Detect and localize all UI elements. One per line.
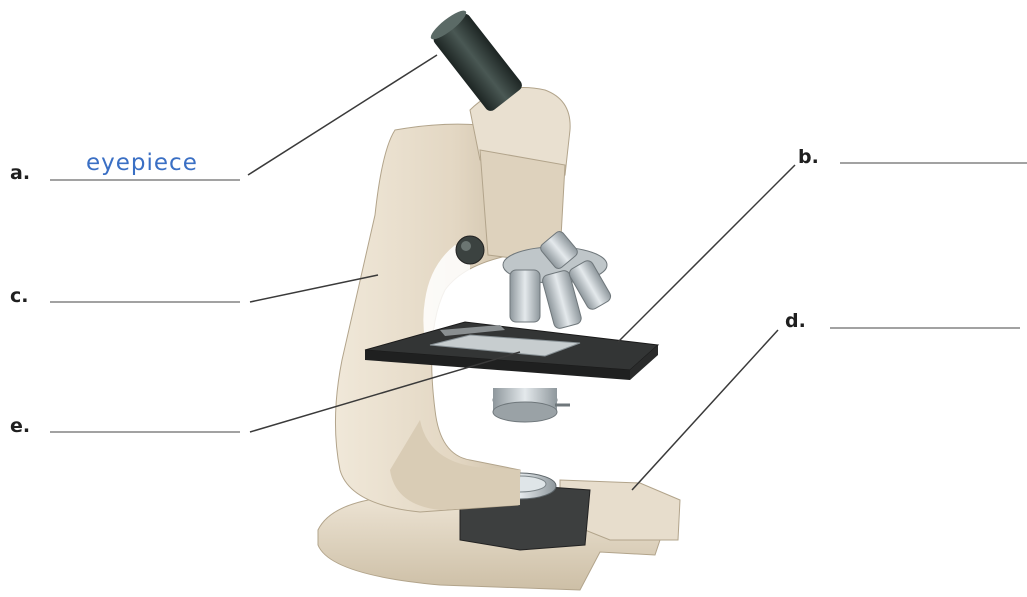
eyepiece-tube <box>427 7 524 114</box>
label-e: e. <box>10 415 30 437</box>
answer-a[interactable]: eyepiece <box>86 150 198 176</box>
label-a: a. <box>10 162 30 184</box>
label-b: b. <box>798 146 819 168</box>
pointer-line-b <box>618 165 795 342</box>
label-c: c. <box>10 285 28 307</box>
label-d: d. <box>785 310 806 332</box>
focus-knob <box>456 236 484 264</box>
